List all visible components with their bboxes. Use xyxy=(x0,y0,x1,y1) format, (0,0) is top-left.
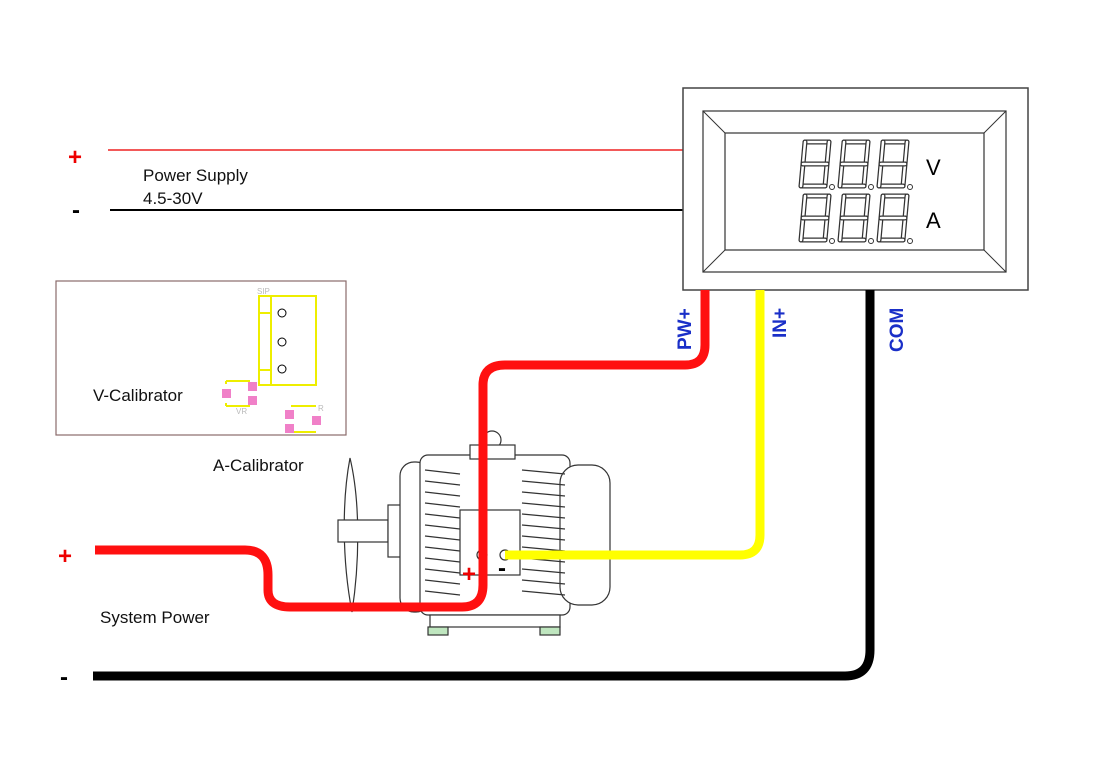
motor-minus-sign: - xyxy=(498,555,506,582)
a-calibrator-label: A-Calibrator xyxy=(213,456,304,475)
system-power-label: System Power xyxy=(100,608,210,627)
v-calibrator-pad xyxy=(222,389,231,398)
seven-segment-display xyxy=(798,139,913,244)
power-supply-label: Power Supply xyxy=(143,166,248,185)
supply-minus-sign: - xyxy=(72,197,80,224)
positive-wire xyxy=(95,290,710,612)
sip-label: SIP xyxy=(257,287,270,296)
supply-plus-sign: + xyxy=(68,144,82,171)
ground-wire xyxy=(93,290,875,681)
com-label: COM xyxy=(887,308,908,352)
power-supply-range: 4.5-30V xyxy=(143,189,203,208)
r-label: R xyxy=(318,404,324,413)
motor-plus-sign: + xyxy=(462,561,476,588)
panel-meter: V A xyxy=(682,87,1029,291)
system-power-minus-sign: - xyxy=(60,664,68,691)
system-power-plus-sign: + xyxy=(58,543,72,570)
motor-illustration xyxy=(337,430,611,636)
digit-8 xyxy=(837,193,874,244)
pw-plus-label: PW+ xyxy=(675,308,696,350)
amp-unit: A xyxy=(926,208,941,233)
in-plus-label: IN+ xyxy=(770,308,791,338)
digit-8 xyxy=(798,193,835,244)
volt-unit: V xyxy=(926,155,941,180)
digit-8 xyxy=(876,193,913,244)
signal-wire xyxy=(505,290,765,560)
vr-label: VR xyxy=(236,407,247,416)
calibrator-board: SIP VR R V-Calibrator xyxy=(55,280,347,436)
digit-8 xyxy=(876,139,913,190)
v-calibrator-label: V-Calibrator xyxy=(93,386,183,405)
digit-8 xyxy=(837,139,874,190)
digit-8 xyxy=(798,139,835,190)
a-calibrator-pad xyxy=(285,410,294,419)
